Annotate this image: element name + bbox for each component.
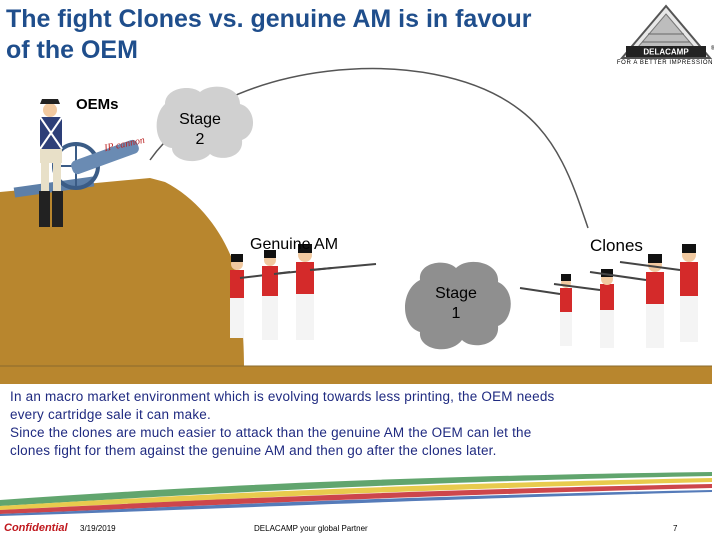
body-line-4: clones fight for them against the genuin… [10,443,497,458]
logo-tagline: FOR A BETTER IMPRESSION [616,60,714,66]
clones-label: Clones [590,236,643,255]
stage2-cloud [156,86,254,162]
footer-date: 3/19/2019 [80,524,116,533]
confidential-label: Confidential [4,522,68,534]
body-line-1: In an macro market environment which is … [10,389,555,404]
stage-1-label: Stage 1 [426,284,486,324]
hill [0,178,712,384]
svg-text:®: ® [711,45,714,52]
logo-wordmark: DELACAMP [643,48,689,57]
page-number: 7 [673,524,678,533]
stage-2-number: 2 [195,131,205,148]
oem-soldier-icon [39,99,63,227]
clone-soldiers [519,244,698,348]
title-line-1: The fight Clones vs. genuine AM is in fa… [6,5,532,33]
oems-label: OEMs [76,96,119,113]
stage-1-number: 1 [451,305,461,322]
title-line-2: of the OEM [6,36,138,64]
body-paragraph: In an macro market environment which is … [10,388,714,460]
footer-swoosh [0,472,712,516]
delacamp-logo: DELACAMP ® [619,4,714,59]
stage-2-word: Stage [179,111,221,128]
stage-1-word: Stage [435,285,477,302]
slide-title: The fight Clones vs. genuine AM is in fa… [6,4,606,66]
stage1-cloud [405,261,511,350]
body-line-3: Since the clones are much easier to atta… [10,425,532,440]
genuine-am-label: Genuine AM [250,236,339,253]
genuine-am-soldiers [230,244,377,340]
footer-partner: DELACAMP your global Partner [254,524,368,533]
body-line-2: every cartridge sale it can make. [10,407,211,422]
stage-2-label: Stage 2 [172,110,228,150]
